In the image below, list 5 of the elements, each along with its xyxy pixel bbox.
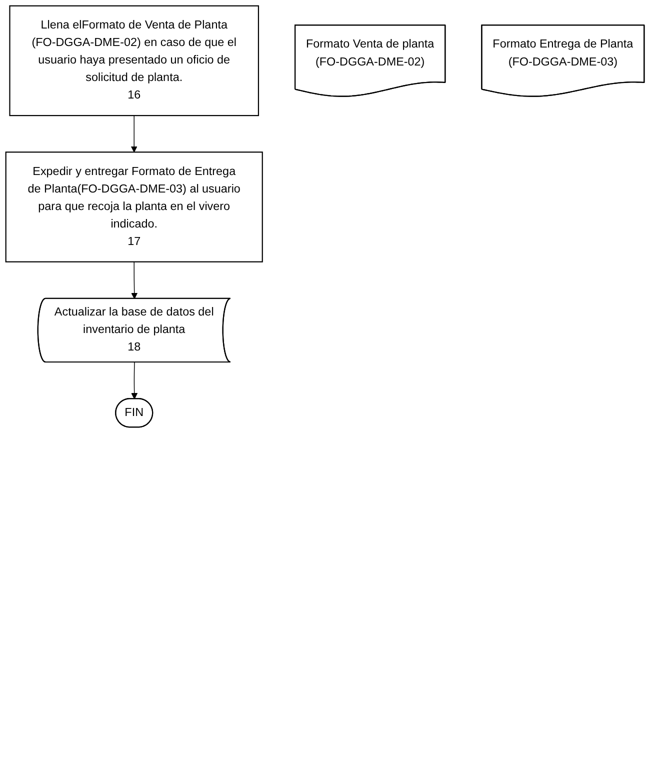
node-box: Expedir y entregar Formato de Entrega de Planta(FO-DGGA-DME-03) al usuario para que recoja la planta en el vivero indicado. 17 bbox=[5, 152, 263, 262]
arrow bbox=[130, 115, 138, 152]
arrow bbox=[131, 362, 138, 400]
arrow bbox=[131, 261, 138, 300]
node-box: Llena elFormato de Venta de Planta (FO-DGGA-DME-02) en caso de que el usuario haya presentado un oficio de solicitud de planta. 16 bbox=[9, 5, 260, 116]
